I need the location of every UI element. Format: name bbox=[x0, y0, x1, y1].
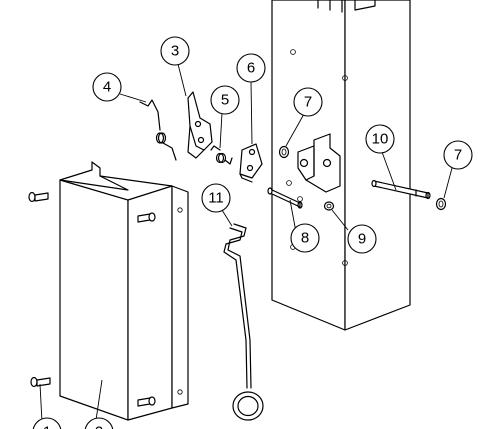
svg-text:2: 2 bbox=[95, 424, 103, 429]
callout-8: 8 bbox=[290, 223, 320, 253]
part-1-screw-upper bbox=[28, 191, 49, 203]
svg-text:6: 6 bbox=[247, 60, 255, 77]
callout-7-left: 7 bbox=[293, 87, 323, 117]
svg-text:8: 8 bbox=[301, 230, 309, 247]
part-3-hinge-bracket bbox=[187, 91, 213, 159]
part-8-pin bbox=[267, 187, 303, 209]
main-housing bbox=[271, 0, 411, 331]
svg-text:10: 10 bbox=[372, 131, 389, 148]
svg-text:5: 5 bbox=[221, 92, 229, 109]
part-1-screw-lower bbox=[30, 376, 51, 388]
latch-bracket bbox=[297, 133, 341, 193]
svg-text:7: 7 bbox=[304, 94, 312, 111]
svg-text:3: 3 bbox=[171, 43, 179, 60]
leader-lines bbox=[39, 63, 453, 423]
callout-6: 6 bbox=[236, 53, 266, 83]
part-10-long-pin bbox=[371, 179, 431, 200]
callout-2: 2 bbox=[84, 417, 114, 429]
part-11-rod bbox=[223, 223, 264, 421]
svg-text:4: 4 bbox=[103, 79, 111, 96]
callout-9: 9 bbox=[347, 224, 377, 254]
callout-3: 3 bbox=[160, 36, 190, 66]
screw-upper-right bbox=[137, 212, 156, 223]
callout-5: 5 bbox=[210, 85, 240, 115]
svg-text:1: 1 bbox=[43, 424, 51, 429]
callout-10: 10 bbox=[365, 124, 395, 154]
callout-11: 11 bbox=[201, 183, 231, 213]
part-7-clip-right bbox=[435, 197, 447, 211]
svg-text:7: 7 bbox=[454, 147, 462, 164]
part-7-clip-left bbox=[278, 145, 290, 159]
callout-1: 1 bbox=[32, 417, 62, 429]
part-5-small-spring bbox=[210, 145, 233, 165]
callout-7-right: 7 bbox=[443, 140, 473, 170]
svg-text:9: 9 bbox=[358, 231, 366, 248]
part-4-spring bbox=[139, 99, 177, 161]
part-9-nut bbox=[323, 201, 335, 211]
part-2-channel-cover bbox=[59, 161, 189, 421]
screw-lower-right bbox=[137, 396, 156, 407]
callout-4: 4 bbox=[92, 72, 122, 102]
part-6-plate bbox=[239, 143, 263, 183]
svg-text:11: 11 bbox=[208, 190, 224, 207]
